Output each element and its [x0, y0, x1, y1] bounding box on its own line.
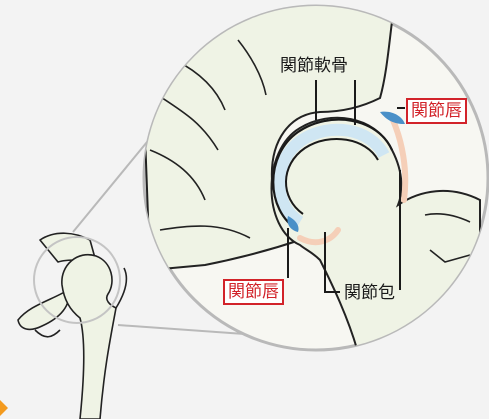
- corner-arrow-icon: [0, 400, 8, 416]
- label-joint-capsule: 関節包: [342, 283, 397, 303]
- label-labrum-upper: 関節唇: [406, 98, 467, 124]
- label-articular-cartilage: 関節軟骨: [278, 56, 350, 76]
- label-labrum-lower: 関節唇: [223, 279, 284, 305]
- femur-overview: [18, 233, 126, 419]
